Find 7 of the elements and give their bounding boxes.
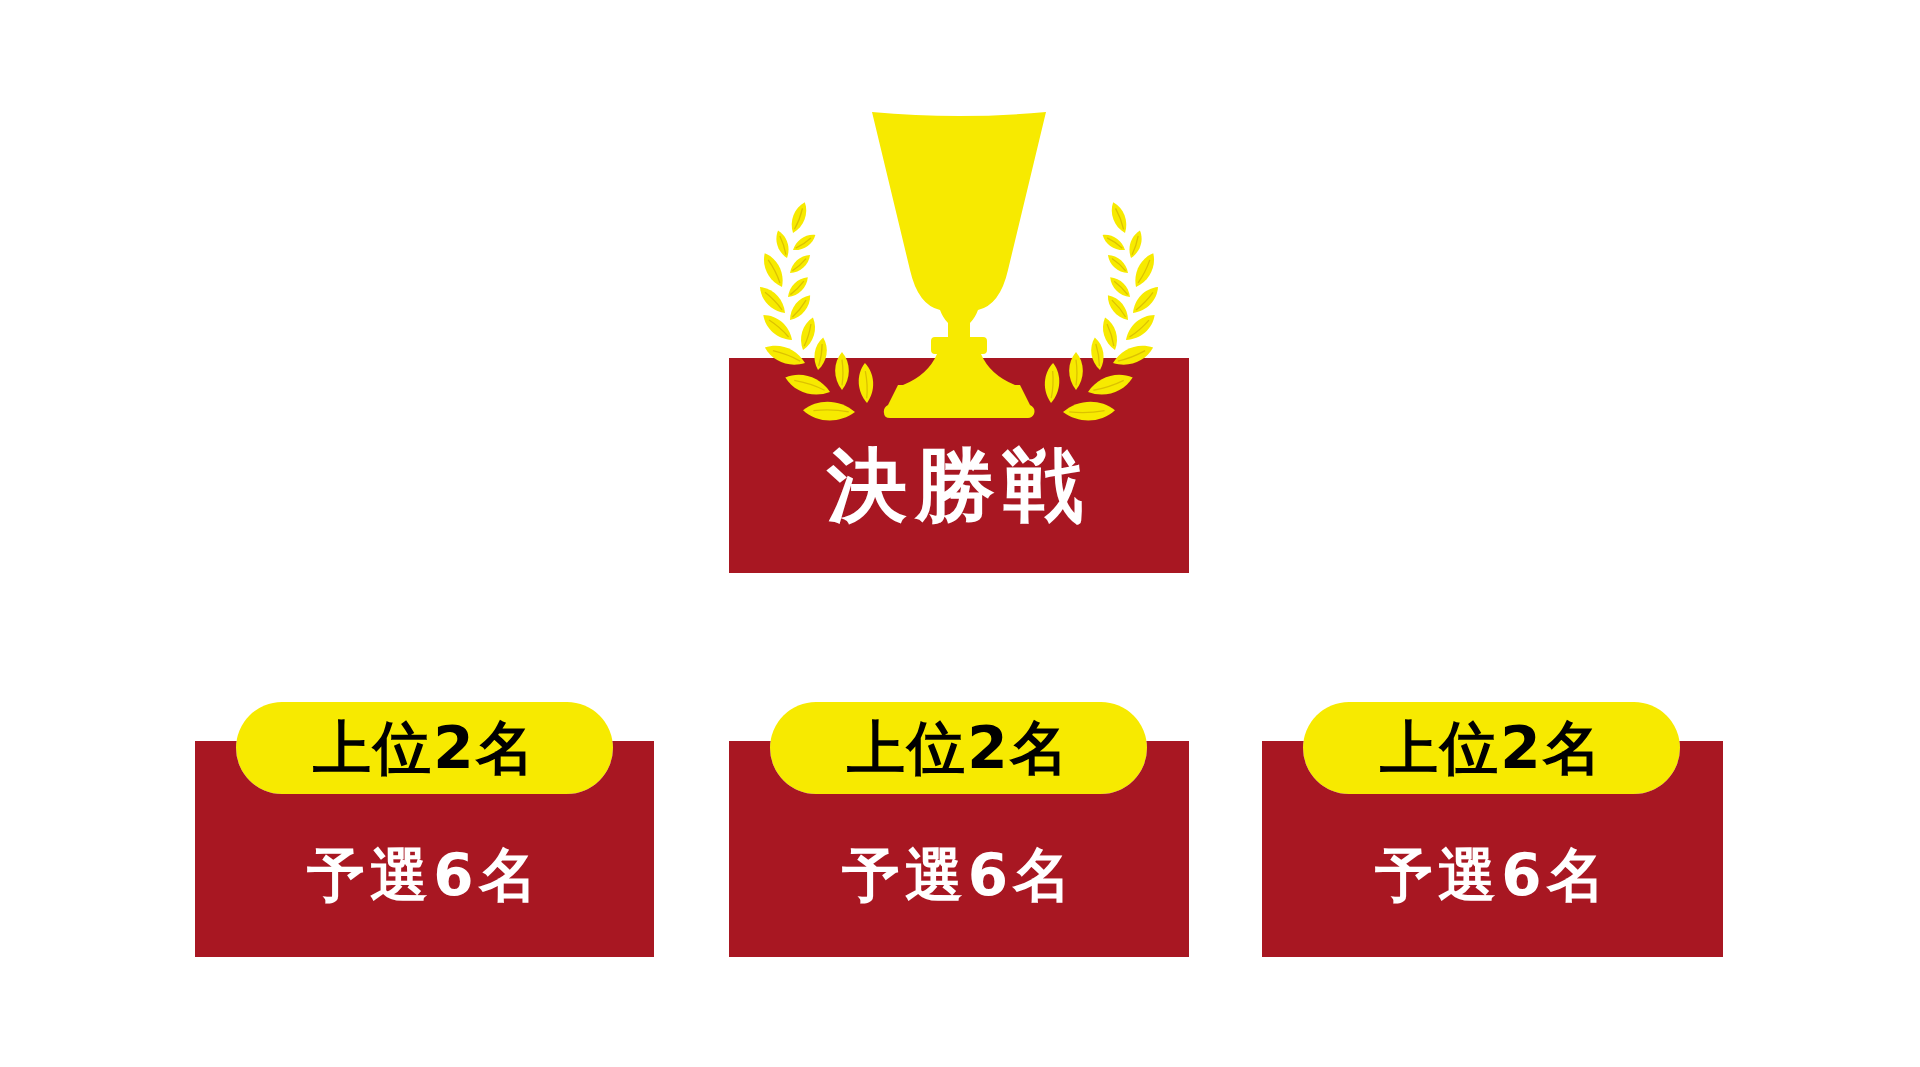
preliminary-count-label: 予選6名 xyxy=(307,846,542,904)
preliminary-count-label: 予選6名 xyxy=(1375,846,1610,904)
advance-count-label: 上位2名 xyxy=(847,719,1070,777)
final-round-label: 決勝戦 xyxy=(827,445,1091,526)
advance-count-label: 上位2名 xyxy=(313,719,536,777)
preliminary-count-label: 予選6名 xyxy=(841,846,1077,904)
advance-count-label: 上位2名 xyxy=(1380,719,1603,777)
